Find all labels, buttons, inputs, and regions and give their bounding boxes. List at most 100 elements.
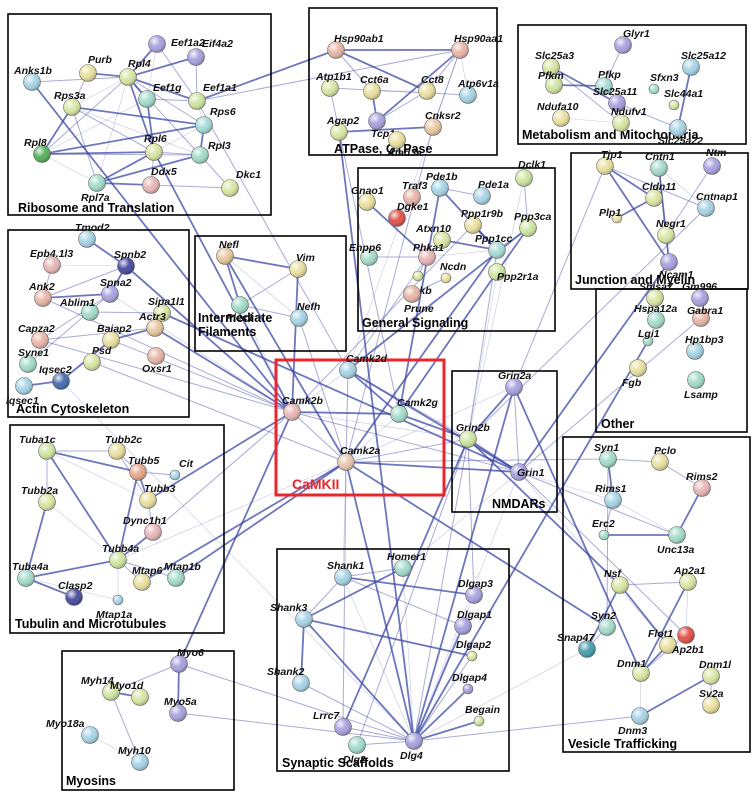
protein-node[interactable]: Syne1 (18, 347, 49, 373)
protein-node[interactable]: Lsamp (684, 371, 718, 402)
protein-node[interactable]: Eef1a2 (148, 35, 206, 53)
protein-node[interactable]: Shisa7 (639, 281, 674, 307)
protein-node[interactable]: Sfxn3 (648, 72, 679, 95)
protein-node[interactable]: Slc25a12 (681, 50, 726, 76)
protein-node[interactable]: Anks1b (13, 65, 53, 91)
protein-node[interactable]: Myh14 (81, 675, 120, 701)
protein-node[interactable]: Unc13a (657, 526, 695, 557)
protein-node[interactable]: Dlg4 (400, 732, 423, 763)
protein-node[interactable]: Phka1 (413, 242, 444, 266)
protein-node[interactable]: Slc25a3 (535, 50, 574, 76)
protein-node[interactable]: Erc2 (592, 518, 615, 541)
protein-node[interactable]: Slc25a11 (593, 86, 637, 112)
protein-node[interactable]: Slc44a1 (664, 88, 703, 111)
protein-node[interactable]: Ppp1cc (475, 233, 513, 259)
protein-node[interactable]: Atad3a (386, 131, 422, 160)
protein-node[interactable]: Epb4.1l3 (30, 248, 73, 274)
protein-node[interactable]: Mtap1b (164, 561, 201, 587)
protein-node[interactable]: Grin2a (498, 370, 531, 396)
protein-node[interactable]: Iqsec2 (39, 364, 72, 390)
protein-node[interactable]: Dnm1l (699, 659, 732, 685)
protein-node[interactable]: Shank2 (267, 666, 310, 692)
protein-node[interactable]: Grin2b (456, 422, 490, 448)
protein-node[interactable]: Rpl7a (81, 174, 110, 205)
protein-node[interactable]: Traf3 (402, 180, 428, 206)
protein-node[interactable]: Hspa12a (634, 303, 677, 329)
protein-node[interactable]: Myh10 (118, 745, 151, 771)
protein-node[interactable]: Plec1 (226, 296, 254, 325)
protein-node[interactable]: Purb (79, 54, 113, 82)
protein-node[interactable]: Lgi1 (638, 328, 660, 347)
protein-node[interactable]: Myo5a (164, 696, 197, 722)
protein-node[interactable]: Slc25a22 (658, 119, 703, 148)
protein-node[interactable]: Spnb2 (114, 249, 146, 275)
protein-node[interactable]: Cct6a (360, 74, 389, 100)
protein-node[interactable]: Lrrc7 (313, 710, 352, 736)
protein-node[interactable]: Tubb5 (128, 455, 159, 481)
protein-node[interactable]: Spna2 (100, 277, 132, 303)
protein-node[interactable]: Negr1 (656, 218, 686, 244)
protein-node[interactable]: Camk2b (282, 395, 323, 421)
protein-node[interactable]: Myo6 (170, 647, 205, 673)
protein-node[interactable]: Homer1 (387, 551, 426, 577)
protein-node[interactable]: Eif4a2 (187, 38, 234, 66)
protein-node[interactable]: Cntnap1 (696, 191, 738, 217)
protein-node[interactable]: Pde1b (426, 171, 458, 197)
protein-node[interactable]: Sv2a (699, 688, 724, 714)
protein-node[interactable]: Hp1bp3 (685, 334, 724, 360)
protein-node[interactable]: Shank3 (270, 602, 313, 628)
protein-node[interactable]: Gm996 (682, 281, 717, 307)
protein-node[interactable]: Ppp2r1a (488, 263, 539, 284)
protein-node[interactable]: Dlgap1 (454, 609, 493, 635)
protein-node[interactable]: Plp1 (599, 207, 623, 224)
protein-node[interactable]: Gabra1 (687, 305, 723, 327)
protein-node[interactable]: Ap2b1 (671, 626, 704, 657)
protein-node[interactable]: Cct8 (418, 74, 444, 100)
protein-node[interactable]: Dlgap3 (458, 578, 493, 604)
protein-node[interactable]: Capza2 (18, 323, 55, 349)
protein-node[interactable]: Enpp6 (349, 242, 381, 266)
protein-node[interactable]: Mtap6 (132, 565, 162, 591)
protein-node[interactable]: Ank2 (28, 281, 55, 307)
protein-node[interactable]: Begain (465, 704, 500, 727)
protein-node[interactable]: Glyr1 (614, 28, 651, 54)
protein-node[interactable]: Rims2 (686, 471, 718, 497)
protein-node[interactable]: Hsp90aa1 (451, 33, 504, 59)
protein-node[interactable]: Nsf (604, 568, 629, 594)
protein-node[interactable]: Psd (83, 345, 112, 371)
protein-node[interactable]: Dnm1 (617, 658, 650, 682)
protein-node[interactable]: Cldn11 (642, 181, 676, 207)
protein-node[interactable]: Myo18a (46, 718, 99, 744)
protein-node[interactable]: Cnksr2 (424, 110, 461, 136)
protein-node[interactable]: Rpl8 (24, 137, 51, 163)
protein-node[interactable]: Pfkp (595, 69, 622, 95)
protein-node[interactable]: Syn1 (594, 442, 619, 468)
protein-node[interactable]: Dkc1 (221, 169, 262, 197)
protein-node[interactable]: Tubb4a (102, 543, 139, 569)
protein-node[interactable]: Tcp1 (368, 112, 396, 141)
protein-node[interactable]: Gnao1 (351, 185, 384, 211)
protein-node[interactable]: Cit (169, 458, 194, 481)
protein-node[interactable]: Pde1a (473, 179, 510, 205)
protein-node[interactable]: Hsp90ab1 (327, 33, 384, 59)
protein-node[interactable]: Myo1d (110, 680, 149, 706)
protein-node[interactable]: Dclk1 (515, 159, 547, 187)
protein-node[interactable]: Dgke1 (388, 201, 429, 227)
protein-node[interactable]: Eef1g (138, 82, 183, 108)
protein-node[interactable]: Tuba4a (12, 561, 49, 587)
protein-node[interactable]: Oxsr1 (142, 347, 172, 376)
protein-node[interactable]: Rpl6 (144, 133, 167, 161)
protein-node[interactable]: Vim (289, 252, 315, 278)
protein-node[interactable]: Tjp1 (596, 149, 623, 175)
protein-node[interactable]: Tuba1c (19, 434, 56, 460)
protein-node[interactable]: Ap2a1 (673, 565, 706, 591)
protein-node[interactable]: Dlgap4 (452, 672, 487, 695)
protein-node[interactable]: Pclo (651, 445, 677, 471)
protein-node[interactable]: Fgb (622, 359, 647, 390)
protein-node[interactable]: Clasp2 (58, 580, 93, 606)
protein-node[interactable]: Snap47 (557, 632, 596, 658)
protein-node[interactable]: Flot1 (648, 628, 677, 654)
protein-node[interactable]: Tubb2c (105, 434, 142, 460)
protein-node[interactable]: Rpl4 (119, 58, 151, 86)
protein-node[interactable]: Actr3 (138, 311, 166, 337)
